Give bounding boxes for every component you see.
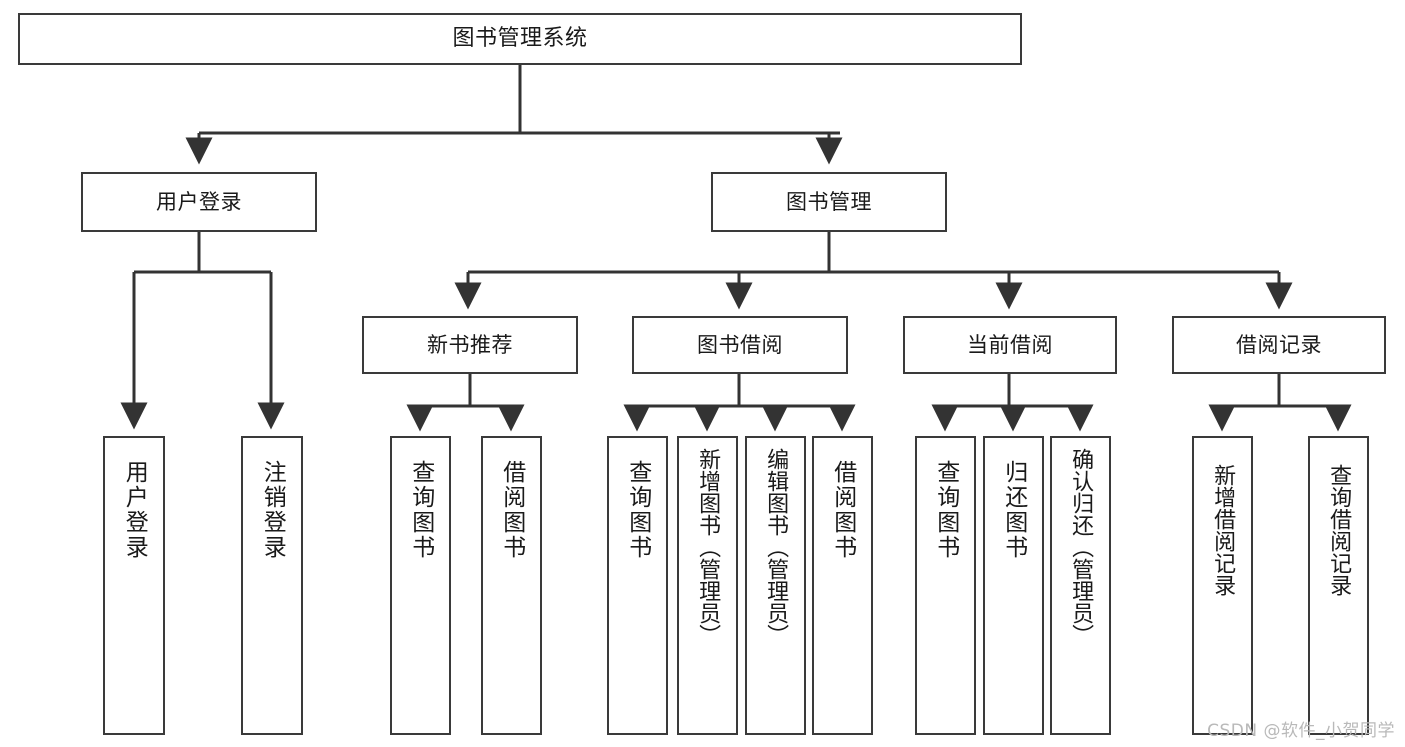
node-leaf-add-book[interactable]: 新增图书（管理员）	[677, 436, 738, 735]
node-label: 归还图书	[1000, 460, 1027, 560]
node-label: 借阅记录	[1236, 332, 1322, 357]
node-leaf-return-book[interactable]: 归还图书	[983, 436, 1044, 735]
node-label: 新增图书（管理员）	[695, 448, 721, 646]
node-leaf-logout-login[interactable]: 注销登录	[241, 436, 303, 735]
node-label: 借阅图书	[829, 460, 856, 560]
node-leaf-add-record[interactable]: 新增借阅记录	[1192, 436, 1253, 735]
node-leaf-edit-book[interactable]: 编辑图书（管理员）	[745, 436, 806, 735]
node-label: 查询图书	[932, 460, 959, 560]
node-label: 查询图书	[407, 460, 434, 560]
node-user-login[interactable]: 用户登录	[81, 172, 317, 232]
node-leaf-confirm-return[interactable]: 确认归还（管理员）	[1050, 436, 1111, 735]
node-label: 图书借阅	[697, 332, 783, 357]
node-label: 当前借阅	[967, 332, 1053, 357]
node-leaf-borrow-book-2[interactable]: 借阅图书	[812, 436, 873, 735]
node-leaf-borrow-book-1[interactable]: 借阅图书	[481, 436, 542, 735]
node-label: 新书推荐	[427, 332, 513, 357]
node-book-borrow[interactable]: 图书借阅	[632, 316, 848, 374]
node-label: 查询借阅记录	[1326, 464, 1352, 596]
node-label: 图书管理系统	[452, 26, 588, 52]
node-leaf-query-record[interactable]: 查询借阅记录	[1308, 436, 1369, 735]
node-leaf-query-book-1[interactable]: 查询图书	[390, 436, 451, 735]
node-current-borrow[interactable]: 当前借阅	[903, 316, 1117, 374]
node-book-manage[interactable]: 图书管理	[711, 172, 947, 232]
watermark-text: CSDN @软件_小贺同学	[1207, 721, 1395, 741]
node-label: 借阅图书	[498, 460, 525, 560]
node-label: 注销登录	[259, 460, 286, 560]
node-borrow-record[interactable]: 借阅记录	[1172, 316, 1386, 374]
node-label: 查询图书	[624, 460, 651, 560]
node-label: 新增借阅记录	[1210, 464, 1236, 596]
node-label: 用户登录	[156, 189, 242, 214]
node-leaf-query-book-3[interactable]: 查询图书	[915, 436, 976, 735]
node-leaf-query-book-2[interactable]: 查询图书	[607, 436, 668, 735]
node-new-book-rec[interactable]: 新书推荐	[362, 316, 578, 374]
node-leaf-user-login[interactable]: 用户登录	[103, 436, 165, 735]
node-root-system[interactable]: 图书管理系统	[18, 13, 1022, 65]
node-label: 确认归还（管理员）	[1068, 448, 1094, 646]
node-label: 用户登录	[121, 460, 148, 560]
node-label: 编辑图书（管理员）	[763, 448, 789, 646]
node-label: 图书管理	[786, 189, 872, 214]
